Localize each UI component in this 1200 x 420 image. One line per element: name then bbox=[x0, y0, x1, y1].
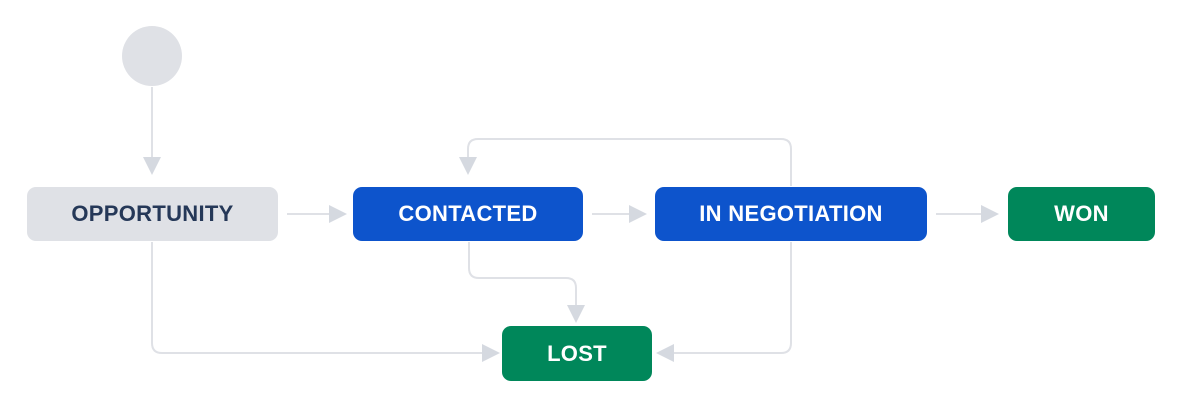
transition-opportunity-to-lost[interactable] bbox=[151, 242, 482, 354]
arrowhead-right-icon bbox=[329, 205, 347, 223]
arrowhead-left-icon bbox=[656, 344, 674, 362]
status-in-negotiation[interactable]: IN NEGOTIATION bbox=[655, 187, 927, 241]
arrowhead-down-icon bbox=[143, 157, 161, 175]
status-won-label: WON bbox=[1054, 201, 1109, 226]
status-contacted[interactable]: CONTACTED bbox=[353, 187, 583, 241]
transition-in-negotiation-to-contacted[interactable] bbox=[467, 138, 792, 186]
arrowhead-right-icon bbox=[629, 205, 647, 223]
arrowhead-down-icon bbox=[567, 305, 585, 323]
status-opportunity-label: OPPORTUNITY bbox=[71, 201, 234, 226]
arrowhead-right-icon bbox=[482, 344, 500, 362]
arrowhead-down-icon bbox=[459, 157, 477, 175]
transition-in-negotiation-to-lost[interactable] bbox=[674, 242, 792, 354]
transition-arrowheads bbox=[143, 157, 999, 362]
status-lost-label: LOST bbox=[547, 340, 607, 366]
transition-lines bbox=[151, 87, 982, 354]
status-won[interactable]: WON bbox=[1008, 187, 1155, 241]
status-contacted-label: CONTACTED bbox=[398, 201, 538, 226]
status-opportunity[interactable]: OPPORTUNITY bbox=[27, 187, 278, 241]
status-in-negotiation-label: IN NEGOTIATION bbox=[699, 201, 883, 226]
start-node-circle[interactable] bbox=[122, 26, 182, 86]
transition-contacted-to-lost[interactable] bbox=[468, 242, 577, 305]
status-lost[interactable]: LOST bbox=[502, 326, 652, 381]
arrowhead-right-icon bbox=[981, 205, 999, 223]
